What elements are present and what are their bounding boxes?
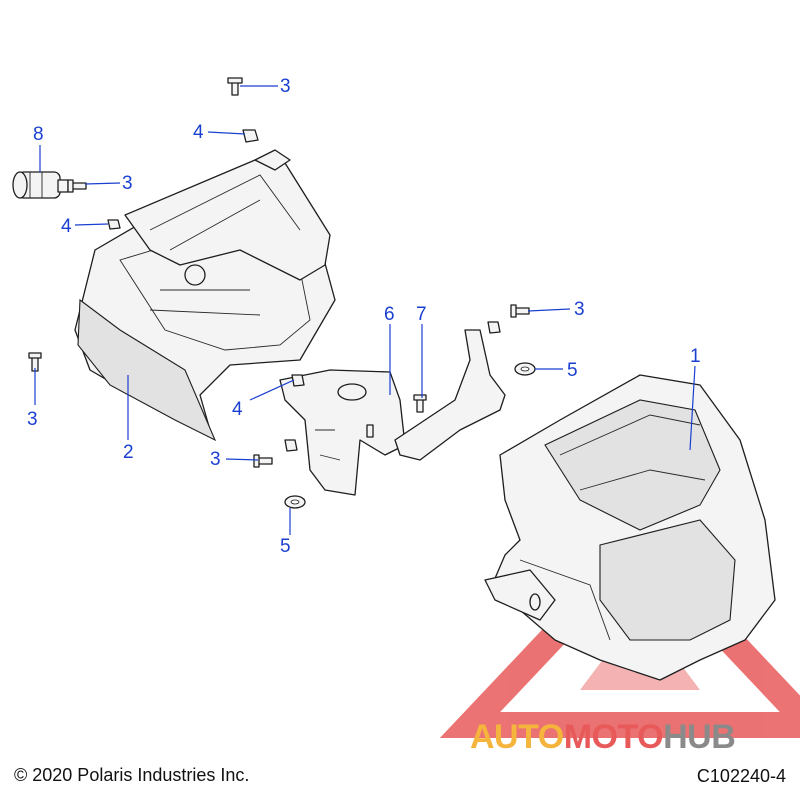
part-6-bracket: [279, 329, 506, 496]
callout-4: 4: [61, 216, 72, 237]
callout-numbers: 1 2 3 3 3 3 3 4 4 4 5 5 6 7 8: [27, 76, 701, 557]
callout-4: 4: [193, 122, 204, 143]
callout-6: 6: [384, 304, 395, 325]
callout-3: 3: [574, 299, 585, 320]
svg-text:AUTOMOTOHUB: AUTOMOTOHUB: [470, 718, 735, 756]
part-2-lower-fairing: [74, 214, 336, 442]
copyright-notice: © 2020 Polaris Industries Inc.: [14, 765, 250, 785]
watermark-word-auto: AUTO: [470, 718, 564, 756]
callout-3: 3: [122, 173, 133, 194]
watermark-word-moto: MOTO: [564, 718, 663, 756]
callout-5: 5: [567, 360, 578, 381]
watermark-wordmark: AUTOMOTOHUB: [470, 718, 736, 756]
drawing-number: C102240-4: [696, 766, 786, 786]
part-8-switch: [12, 171, 69, 199]
callout-3: 3: [280, 76, 291, 97]
callout-3: 3: [210, 449, 221, 470]
callout-5: 5: [280, 536, 291, 557]
watermark-word-hub: HUB: [663, 718, 735, 756]
leader-lines: [34, 85, 696, 535]
callout-4: 4: [232, 399, 243, 420]
callout-8: 8: [33, 124, 44, 145]
fastener-clips: [107, 129, 501, 452]
callout-2: 2: [123, 442, 134, 463]
fastener-screws: [28, 77, 530, 468]
callout-7: 7: [416, 304, 427, 325]
part-1-front-fairing: [484, 374, 776, 681]
callout-1: 1: [690, 346, 701, 367]
part-upper-shroud: [124, 149, 331, 281]
callout-3: 3: [27, 409, 38, 430]
